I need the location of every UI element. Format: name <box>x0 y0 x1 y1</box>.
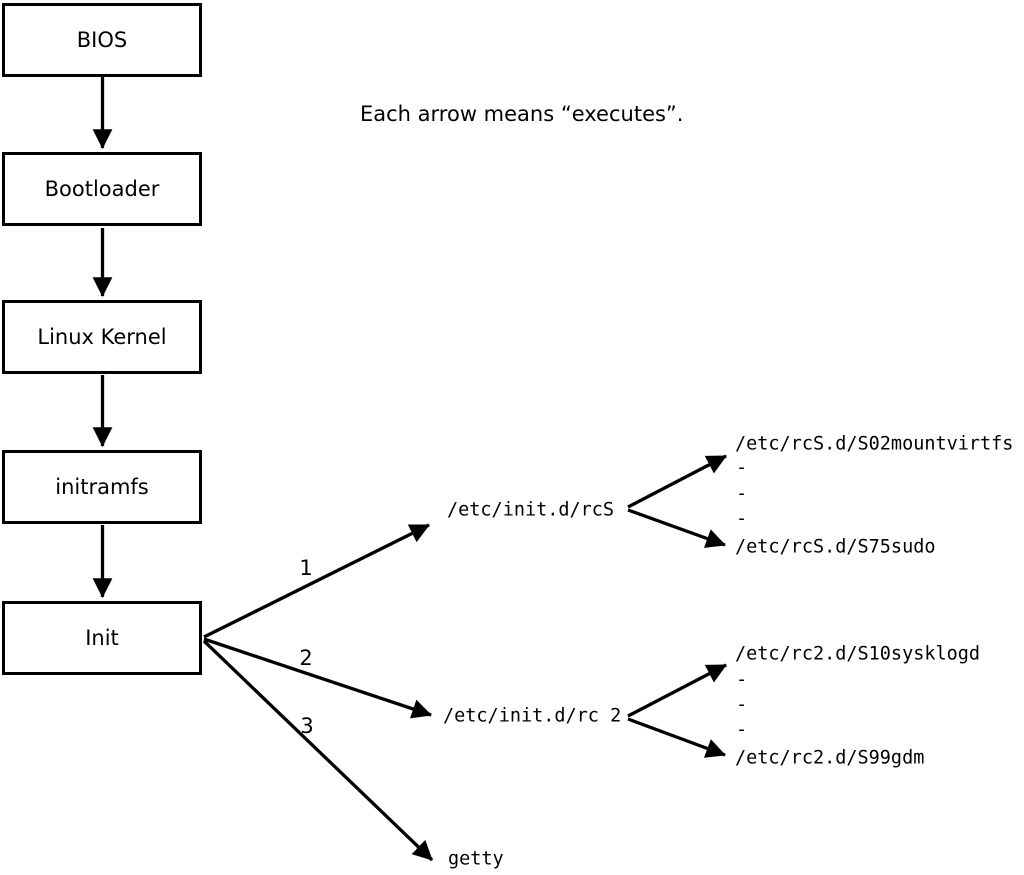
arrow-rcS-to-first-script <box>627 454 727 509</box>
box-init: Init <box>2 601 202 675</box>
rc2-ellipsis-dash: - <box>736 669 748 691</box>
arrow-rc2-to-first-script <box>627 663 727 718</box>
target-rcS: /etc/init.d/rcS <box>447 499 615 521</box>
box-bootloader-label: Bootloader <box>44 177 160 201</box>
arrow-rcS-to-last-script <box>627 508 726 548</box>
branch-number-1: 1 <box>299 556 313 580</box>
arrow-init-to-rcS <box>203 523 430 639</box>
arrow-rc2-to-last-script <box>627 717 726 758</box>
box-linux-kernel-label: Linux Kernel <box>37 325 167 349</box>
rc2-ellipsis-dash: - <box>736 694 748 716</box>
arrow-init-to-rc2 <box>203 637 432 719</box>
arrow-init-to-getty <box>202 639 434 862</box>
branch-number-3: 3 <box>300 714 314 738</box>
box-bios: BIOS <box>2 3 202 77</box>
box-linux-kernel: Linux Kernel <box>2 300 202 374</box>
rcS-script-last: /etc/rcS.d/S75sudo <box>735 536 936 558</box>
rcS-ellipsis-dash: - <box>736 457 748 479</box>
rcS-script-first: /etc/rcS.d/S02mountvirtfs <box>735 433 1014 455</box>
box-bootloader: Bootloader <box>2 152 202 226</box>
box-bios-label: BIOS <box>76 28 128 52</box>
diagram-caption: Each arrow means “executes”. <box>360 102 684 126</box>
box-init-label: Init <box>85 626 119 650</box>
box-initramfs: initramfs <box>2 450 202 524</box>
target-rc2: /etc/init.d/rc 2 <box>443 705 622 727</box>
branch-number-2: 2 <box>299 646 313 670</box>
rc2-script-last: /etc/rc2.d/S99gdm <box>735 747 925 769</box>
rcS-ellipsis-dash: - <box>736 508 748 530</box>
rcS-ellipsis-dash: - <box>736 483 748 505</box>
rc2-script-first: /etc/rc2.d/S10sysklogd <box>735 643 981 665</box>
target-getty: getty <box>448 848 504 870</box>
box-initramfs-label: initramfs <box>55 475 149 499</box>
rc2-ellipsis-dash: - <box>736 719 748 741</box>
